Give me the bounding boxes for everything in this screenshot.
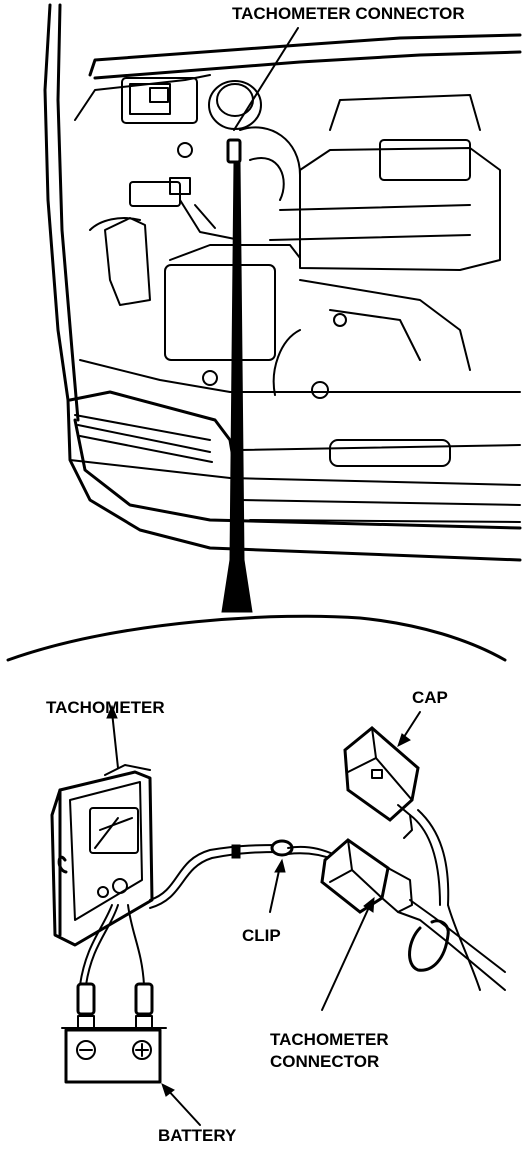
- engine-bay-illustration: [6, 3, 522, 662]
- label-clip: CLIP: [242, 926, 281, 945]
- battery-illustration: [61, 904, 201, 1126]
- label-battery: BATTERY: [158, 1126, 237, 1145]
- tachometer-illustration: [50, 704, 154, 947]
- label-cap: CAP: [412, 688, 448, 707]
- clip-illustration: [149, 839, 336, 913]
- label-tachometer-connector-bottom-line1: TACHOMETER: [270, 1030, 389, 1049]
- label-tachometer-connector-bottom-line2: CONNECTOR: [270, 1052, 380, 1071]
- cap-illustration: [343, 711, 481, 991]
- label-tachometer: TACHOMETER: [46, 698, 165, 717]
- connector-illustration: [320, 838, 506, 1011]
- label-tachometer-connector-top: TACHOMETER CONNECTOR: [232, 4, 465, 23]
